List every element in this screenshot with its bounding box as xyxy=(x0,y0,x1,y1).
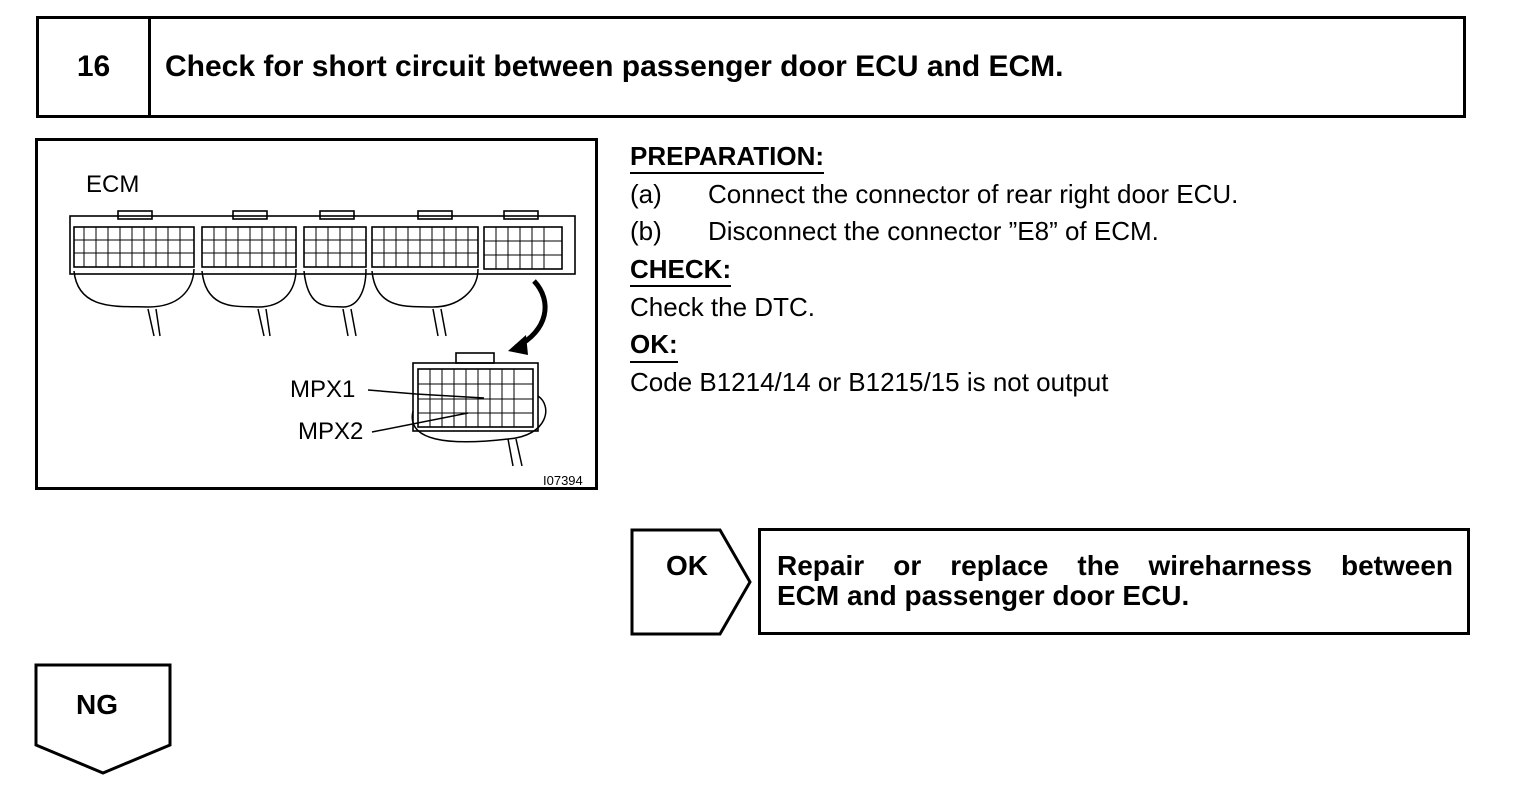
check-heading: CHECK: xyxy=(630,254,732,288)
result-line-1: Repair or replace the wireharness betwee… xyxy=(777,551,1453,581)
step-number: 16 xyxy=(39,19,151,115)
ecm-connector-section-e8 xyxy=(483,226,563,270)
ecm-connector-diagram xyxy=(69,210,576,467)
mpx2-leader xyxy=(371,412,469,433)
step-mark: (b) xyxy=(630,216,662,247)
ecm-connector-body xyxy=(69,215,576,275)
step-text: Disconnect the connector ”E8” of ECM. xyxy=(708,216,1159,247)
step-mark: (a) xyxy=(630,178,662,209)
ecm-connector-section xyxy=(371,226,479,268)
connector-figure: ECM MPX1 MPX2 I07394 xyxy=(35,138,598,490)
check-text: Check the DTC. xyxy=(630,291,815,322)
preparation-step: (a) Connect the connector of rear right … xyxy=(630,176,1238,214)
result-word: the xyxy=(1077,550,1120,581)
instructions: PREPARATION: (a) Connect the connector o… xyxy=(630,138,1238,402)
step-header: 16 Check for short circuit between passe… xyxy=(36,16,1466,118)
ng-branch-tag: NG xyxy=(34,663,172,775)
mpx1-leader xyxy=(367,389,485,399)
ok-branch-label: OK xyxy=(666,550,708,581)
step-title: Check for short circuit between passenge… xyxy=(165,50,1064,83)
ng-arrow-shape xyxy=(34,663,172,775)
preparation-heading: PREPARATION: xyxy=(630,141,825,175)
ecm-connector-section xyxy=(73,226,195,268)
result-word: Repair xyxy=(777,550,865,581)
result-line-2: ECM and passenger door ECU. xyxy=(777,580,1190,611)
ecm-connector-section xyxy=(303,226,367,268)
result-word: replace xyxy=(950,550,1049,581)
ok-text: Code B1214/14 or B1215/15 is not output xyxy=(630,367,1109,398)
result-word: between xyxy=(1340,550,1453,581)
ecm-label: ECM xyxy=(86,171,140,198)
ecm-connector-section xyxy=(201,226,297,268)
figure-id: I07394 xyxy=(543,473,583,488)
result-word: or xyxy=(893,550,922,581)
ok-result-box: Repair or replace the wireharness betwee… xyxy=(758,528,1470,635)
result-word: wireharness xyxy=(1148,550,1312,581)
step-text: Connect the connector of rear right door… xyxy=(708,178,1239,209)
mpx1-label: MPX1 xyxy=(290,376,356,403)
preparation-step: (b) Disconnect the connector ”E8” of ECM… xyxy=(630,213,1238,251)
ok-heading: OK: xyxy=(630,329,678,363)
ok-arrow-shape xyxy=(630,528,752,636)
mpx2-label: MPX2 xyxy=(298,418,364,445)
ng-branch-label: NG xyxy=(76,689,118,720)
ok-branch-tag: OK xyxy=(630,528,754,636)
